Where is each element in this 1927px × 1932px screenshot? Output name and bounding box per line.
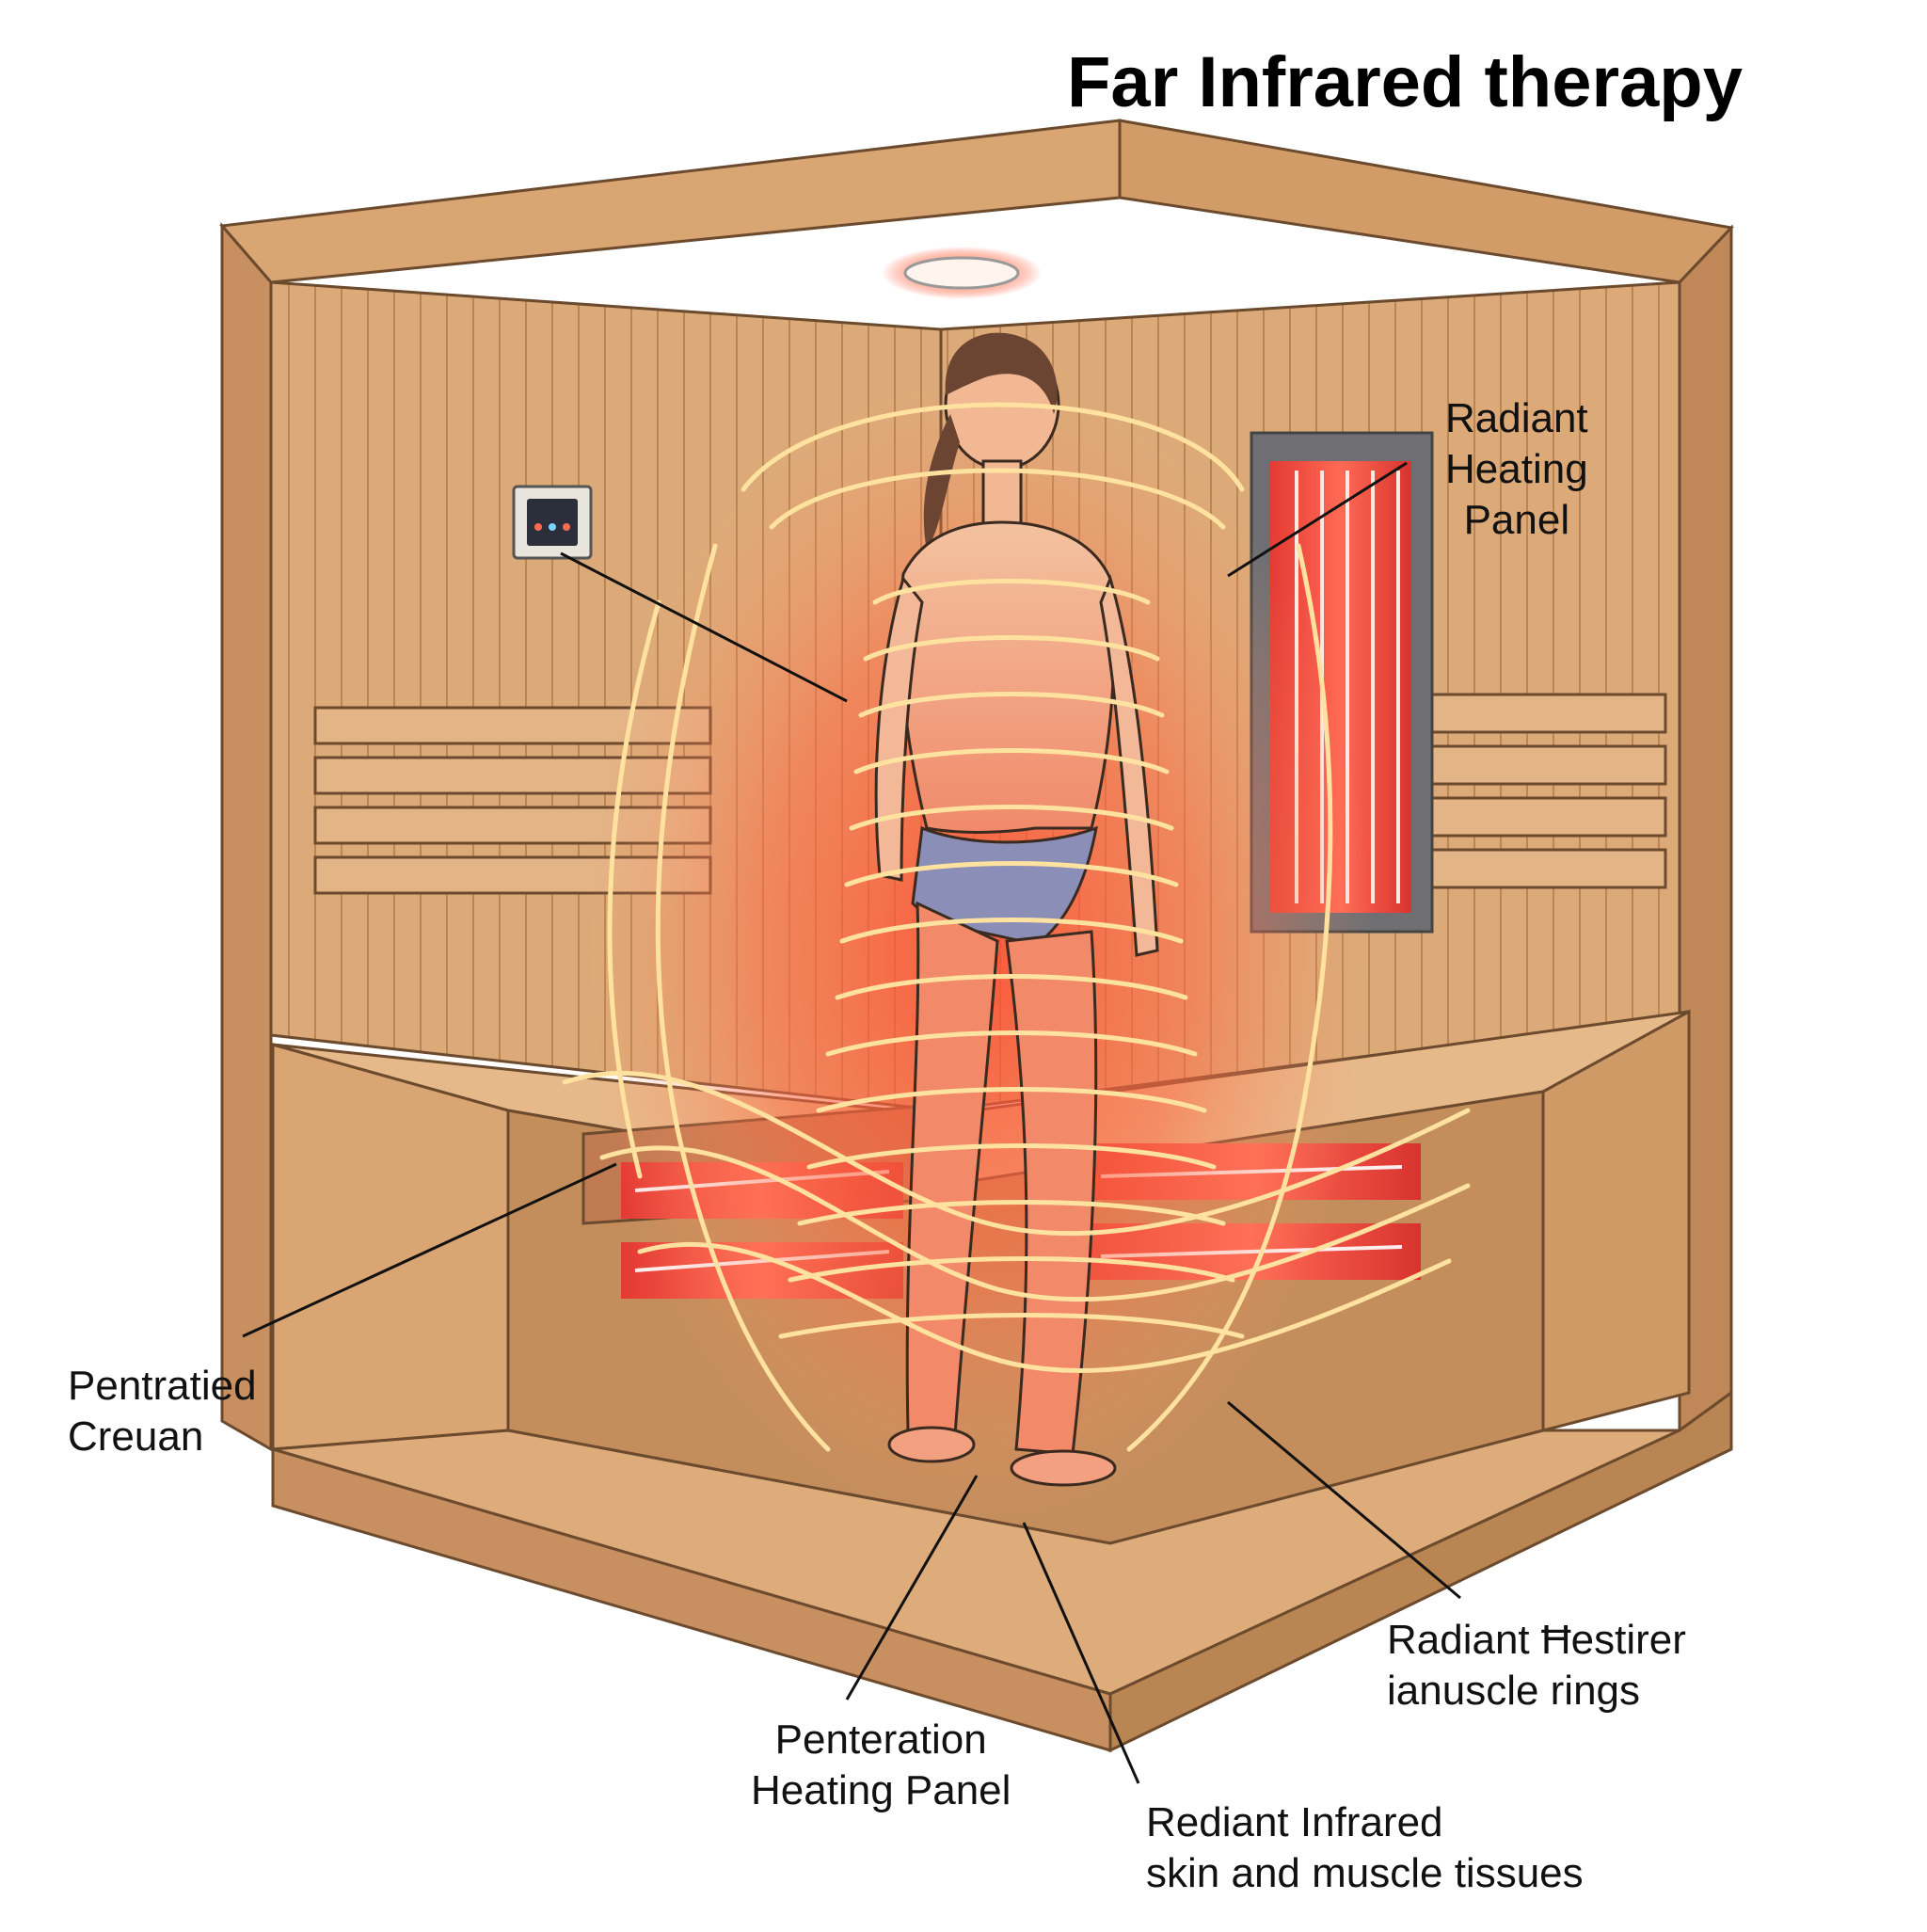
label-line: Panel <box>1463 497 1570 543</box>
label-line: Radiant <box>1445 395 1588 441</box>
leader-radiant-heating-panel <box>1227 461 1408 578</box>
label-line: Heating Panel <box>751 1767 1011 1813</box>
diagram-title: Far Infrared therapy <box>1067 42 1743 122</box>
label-rediant-infrared: Rediant Infrared skin and muscle tissues <box>1146 1797 1584 1899</box>
ceiling-right <box>1118 119 1735 284</box>
label-line: ianuscle rings <box>1387 1668 1641 1714</box>
backrest-right <box>1426 693 1667 889</box>
label-line: Heating <box>1445 446 1588 492</box>
label-line: Pentratied <box>68 1363 257 1409</box>
label-radiant-heating-panel: Radiant Heating Panel <box>1445 393 1588 546</box>
label-penteration-heating-panel: Penteration Heating Panel <box>751 1715 1011 1816</box>
label-radiant-hestirer: Radiant Ħestirer ianuscle rings <box>1387 1615 1686 1716</box>
leader-penteration-heating-panel <box>845 1475 979 1700</box>
base-front-right <box>1108 1390 1733 1753</box>
label-line: Rediant Infrared <box>1146 1799 1443 1845</box>
infrared-wave-lines <box>562 402 1471 1452</box>
control-panel <box>512 485 593 560</box>
label-line: skin and muscle tissues <box>1146 1850 1584 1896</box>
label-pentratied-creuan: Pentratied Creuan <box>68 1361 257 1462</box>
label-line: Radiant Ħestirer <box>1387 1617 1686 1663</box>
label-line: Penteration <box>774 1716 987 1763</box>
leader-lines <box>242 461 1461 1784</box>
leader-pentratied-creuan <box>242 1162 617 1338</box>
bench-front-left <box>271 1043 510 1451</box>
leader-rediant-infrared <box>1022 1522 1140 1784</box>
left-post <box>220 221 273 1452</box>
leader-control-panel <box>560 551 848 703</box>
label-line: Creuan <box>68 1413 204 1460</box>
leader-radiant-hestirer <box>1227 1400 1461 1600</box>
ceiling-lamp <box>882 247 1042 299</box>
